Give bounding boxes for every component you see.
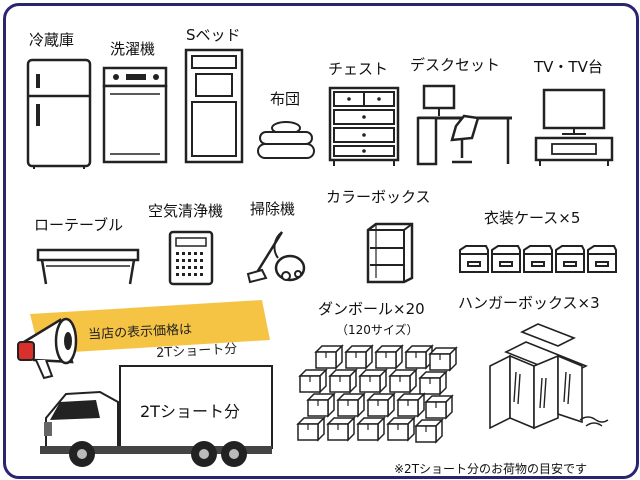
truck-label: 2Tショート分 <box>140 402 240 421</box>
label-cardboard: ダンボール×20 <box>318 300 425 318</box>
washer-icon <box>102 66 168 164</box>
futon-icon <box>257 121 315 159</box>
label-clothes-cases: 衣装ケース×5 <box>484 209 581 227</box>
label-washer: 洗濯機 <box>110 40 156 58</box>
price-banner <box>24 296 274 356</box>
label-air-purifier: 空気清浄機 <box>148 202 224 220</box>
fridge-icon <box>26 58 92 169</box>
hanger-boxes-icon <box>489 323 609 430</box>
label-futon: 布団 <box>270 90 301 108</box>
cardboard-boxes-icon <box>297 345 457 443</box>
megaphone-icon <box>17 317 78 380</box>
clothes-cases-icon <box>459 245 617 273</box>
chest-icon <box>328 86 400 166</box>
low-table-icon <box>36 248 140 285</box>
label-chest: チェスト <box>328 60 389 78</box>
truck-icon <box>40 365 273 467</box>
bed-icon <box>184 48 244 164</box>
illustration-frame: 冷蔵庫 洗濯機 Sベッド 布団 チェスト デスクセット TV・TV台 ローテーブ… <box>3 3 639 479</box>
label-hanger-boxes: ハンガーボックス×3 <box>458 294 600 312</box>
air-purifier-icon <box>168 230 214 286</box>
label-vacuum: 掃除機 <box>250 200 296 218</box>
vacuum-icon <box>246 231 306 284</box>
desk-set-icon <box>416 84 512 166</box>
label-bed: Sベッド <box>186 26 241 44</box>
label-fridge: 冷蔵庫 <box>29 31 75 49</box>
label-low-table: ローテーブル <box>34 216 124 234</box>
label-tv: TV・TV台 <box>534 58 603 76</box>
banner-shape <box>30 300 270 354</box>
label-desk-set: デスクセット <box>410 56 501 74</box>
footnote: ※2Tショート分のお荷物の目安です <box>394 462 588 476</box>
banner-line-2: 2Tショート分 <box>155 341 238 362</box>
tv-icon <box>534 88 614 166</box>
color-box-icon <box>366 222 414 284</box>
label-cardboard-size: （120サイズ） <box>336 323 419 337</box>
label-color-box: カラーボックス <box>326 188 431 206</box>
